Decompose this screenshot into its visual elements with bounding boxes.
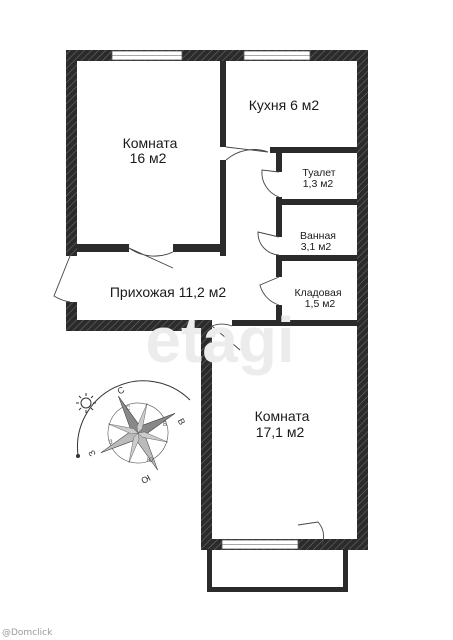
room2-name: Комната xyxy=(255,408,310,424)
room1-name: Комната xyxy=(123,135,178,151)
bathroom-area: 3,1 м2 xyxy=(301,241,332,253)
compass-east: В xyxy=(176,417,188,427)
compass-rose-south: Ю xyxy=(147,458,153,464)
bathroom-name: Ванная xyxy=(300,230,336,242)
compass-rose-west: З xyxy=(109,440,113,446)
room1-area: 16 м2 xyxy=(130,150,167,166)
sun-icon xyxy=(76,393,96,413)
compass-west: З xyxy=(86,449,97,458)
compass-arc xyxy=(77,380,191,456)
compass: С В Ю З С З Ю В xyxy=(76,380,191,486)
compass-arc-dot xyxy=(76,454,80,458)
kitchen-label: Кухня 6 м2 xyxy=(249,97,320,113)
window-top-left xyxy=(111,50,183,61)
window-bottom xyxy=(221,539,299,550)
compass-south: Ю xyxy=(139,473,152,486)
compass-north: С xyxy=(116,384,127,396)
watermark-text: etagi xyxy=(145,304,294,376)
compass-rose-east: В xyxy=(163,422,167,428)
storage-area: 1,5 м2 xyxy=(305,298,336,310)
room2-area: 17,1 м2 xyxy=(256,424,305,440)
footer-watermark: @Domclick xyxy=(2,628,53,638)
toilet-name: Туалет xyxy=(302,167,335,179)
interior-walls xyxy=(77,61,357,326)
hallway-label: Прихожая 11,2 м2 xyxy=(110,284,226,300)
storage-name: Кладовая xyxy=(294,287,341,299)
compass-rose-north: С xyxy=(126,406,131,412)
compass-rose-icon xyxy=(100,395,176,471)
balcony xyxy=(207,549,348,592)
toilet-area: 1,3 м2 xyxy=(303,178,334,190)
window-top-right xyxy=(243,50,311,61)
doors xyxy=(53,146,325,546)
